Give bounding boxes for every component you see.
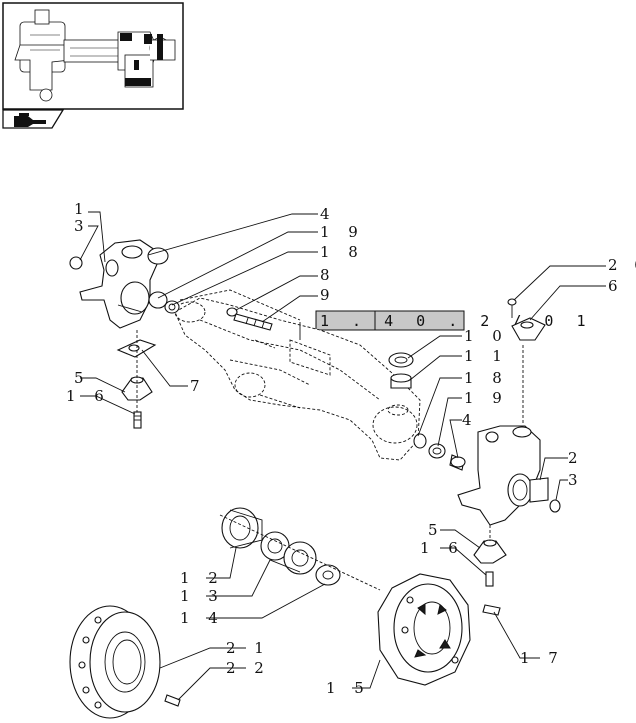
callout-20: 2 0 [608, 256, 636, 274]
hub-bearings [219, 507, 381, 591]
callout-10: 1 0 [464, 327, 509, 345]
axle-housing [174, 289, 421, 461]
callout-18b: 1 8 [464, 369, 509, 387]
leader-lines [79, 211, 606, 701]
callout-11: 1 1 [464, 347, 509, 365]
right-bushings [388, 352, 466, 471]
callout-9: 9 [320, 286, 337, 304]
callout-19b: 1 9 [464, 389, 509, 407]
callout-5: 5 [74, 369, 91, 387]
callout-4: 4 [320, 205, 337, 223]
callout-8: 8 [320, 266, 337, 284]
sensor-cap [507, 298, 546, 341]
callout-5b: 5 [428, 521, 445, 539]
callout-1: 1 [74, 200, 91, 218]
wheel-hub [69, 605, 181, 719]
callout-16b: 1 6 [420, 539, 465, 557]
planetary-carrier [377, 573, 501, 686]
callout-14: 1 4 [180, 609, 225, 627]
callout-18: 1 8 [320, 243, 365, 261]
callout-4b: 4 [462, 411, 479, 429]
callout-21: 2 1 [226, 639, 271, 657]
callout-7: 7 [190, 377, 207, 395]
callout-6: 6 [608, 277, 625, 295]
callout-3: 3 [74, 217, 91, 235]
callout-12: 1 2 [180, 569, 225, 587]
reference-box[interactable]: 1 . 4 0 . 2 / 0 1 [315, 310, 593, 331]
callout-17: 1 7 [520, 649, 565, 667]
callout-16: 1 6 [66, 387, 111, 405]
right-pivot [473, 525, 507, 587]
callout-3b: 3 [568, 471, 585, 489]
left-steering-knuckle [79, 239, 159, 329]
callout-15: 1 5 [326, 679, 371, 697]
callout-2: 2 [568, 449, 585, 467]
callout-22: 2 2 [226, 659, 271, 677]
callout-13: 1 3 [180, 587, 225, 605]
axle-assembly-thumbnail-icon[interactable] [2, 2, 184, 110]
bolt-pin-parts [226, 307, 273, 331]
callout-labels: 1 3 4 1 9 1 8 8 9 2 0 6 1 0 1 1 1 8 1 9 … [66, 200, 636, 697]
callout-19: 1 9 [320, 223, 365, 241]
navigation-arrow-icon[interactable] [2, 109, 65, 129]
reference-code: 1 . 4 0 . 2 / 0 1 [320, 312, 593, 330]
right-steering-knuckle [457, 345, 561, 526]
